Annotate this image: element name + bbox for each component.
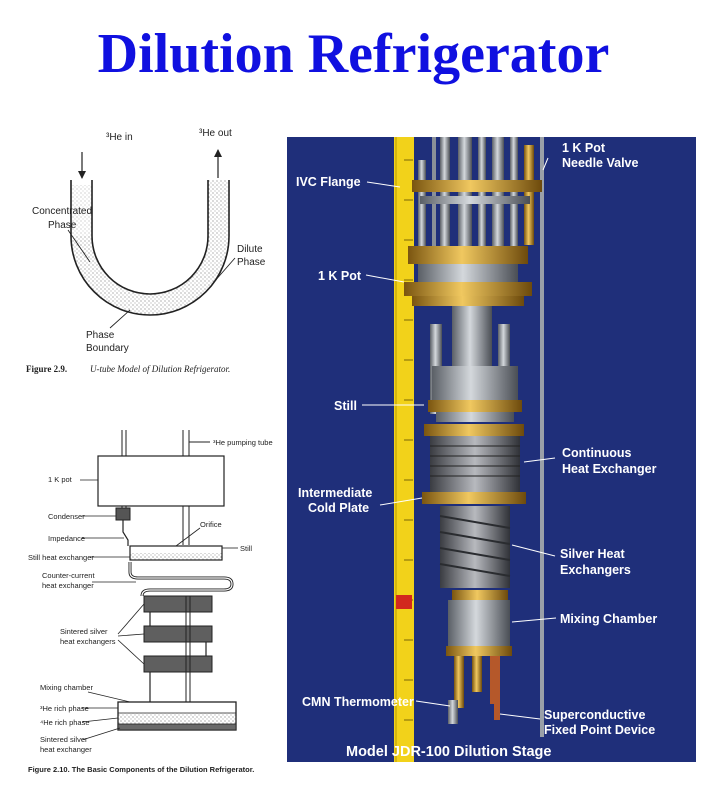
silver-heat-exchangers [440, 506, 510, 588]
superconductive-label-1: Superconductive [544, 708, 645, 722]
he3-out-label: ³He out [199, 128, 232, 139]
model-caption: Model JDR-100 Dilution Stage [346, 744, 551, 760]
sintered-exchanger-2 [144, 626, 212, 642]
center-stem [452, 306, 492, 366]
one-k-pot-label: 1 K pot [48, 475, 73, 484]
ivc-flange [412, 180, 542, 192]
silver-label-1: Silver Heat [560, 547, 625, 561]
he3-rich-label: ³He rich phase [40, 704, 89, 713]
concentrated-label-2: Phase [48, 220, 77, 231]
intermediate-label-2: Cold Plate [308, 501, 369, 515]
intermediate-label-1: Intermediate [298, 486, 372, 500]
side-rod [540, 137, 544, 737]
sintered-exchanger-1 [144, 596, 212, 612]
superconductive-label-2: Fixed Point Device [544, 723, 655, 737]
sintered-exchanger-3 [144, 656, 212, 672]
still-label: Still [334, 399, 357, 413]
condenser-label: Condenser [48, 512, 85, 521]
cmn-label: CMN Thermometer [302, 695, 414, 709]
orifice-label: Orifice [200, 520, 222, 529]
one-k-pot-label: 1 K Pot [318, 269, 362, 283]
still-hx-label: Still heat exchanger [28, 553, 94, 562]
mixing-chamber [446, 590, 512, 656]
one-k-pot-box [98, 456, 224, 506]
u-tube-inner-wall [92, 180, 208, 294]
mixing-chamber-label: Mixing Chamber [560, 612, 657, 626]
fig29-caption-text: U-tube Model of Dilution Refrigerator. [90, 364, 230, 374]
impedance-label: Impedance [48, 534, 85, 543]
still-label: Still [240, 544, 252, 553]
continuous-label-2: Heat Exchanger [562, 462, 657, 476]
fig210-caption: Figure 2.10. The Basic Components of the… [28, 765, 254, 774]
concentrated-label-1: Concentrated [32, 206, 92, 217]
he3-out-arrow [214, 149, 222, 178]
continuous-heat-exchanger [422, 424, 526, 504]
dilution-stage-photo: 1 K Pot Needle Valve IVC Flange 1 K Pot … [287, 137, 696, 762]
continuous-label-1: Continuous [562, 446, 631, 460]
condenser-box [116, 508, 130, 520]
fig29-caption-label: Figure 2.9. [26, 364, 67, 374]
boundary-label-2: Boundary [86, 343, 129, 354]
dilute-label-1: Dilute [237, 244, 263, 255]
boundary-label-1: Phase [86, 330, 115, 341]
needle-valve-label-1: 1 K Pot [562, 141, 606, 155]
sintered-label-1: Sintered silver [60, 627, 108, 636]
he4-rich-label: ⁴He rich phase [40, 718, 90, 727]
still-assembly [428, 366, 522, 422]
impedance-line [123, 520, 128, 546]
ivc-flange-label: IVC Flange [296, 175, 361, 189]
boundary-leader [110, 310, 130, 328]
tape-measure [394, 137, 414, 762]
he3-in-arrow [78, 152, 86, 179]
components-diagram: ³He pumping tube 1 K pot Condenser Orifi… [28, 430, 273, 774]
mixing-chamber-label: Mixing chamber [40, 683, 93, 692]
sintered-hx-label-2: heat exchanger [40, 745, 92, 754]
counter-current-label-1: Counter-current [42, 571, 95, 580]
sintered-hx-label-1: Sintered silver [40, 735, 88, 744]
u-tube-diagram: ³He in ³He out Concentrated Phase Dilute… [26, 128, 266, 374]
sintered-label-2: heat exchangers [60, 637, 116, 646]
pumping-tube-label: ³He pumping tube [213, 438, 273, 447]
dilute-label-2: Phase [237, 257, 266, 268]
silver-label-2: Exchangers [560, 563, 631, 577]
needle-valve-label-2: Needle Valve [562, 156, 638, 170]
counter-current-label-2: heat exchanger [42, 581, 94, 590]
one-k-pot-assembly [404, 246, 532, 306]
he3-in-label: ³He in [106, 132, 133, 143]
